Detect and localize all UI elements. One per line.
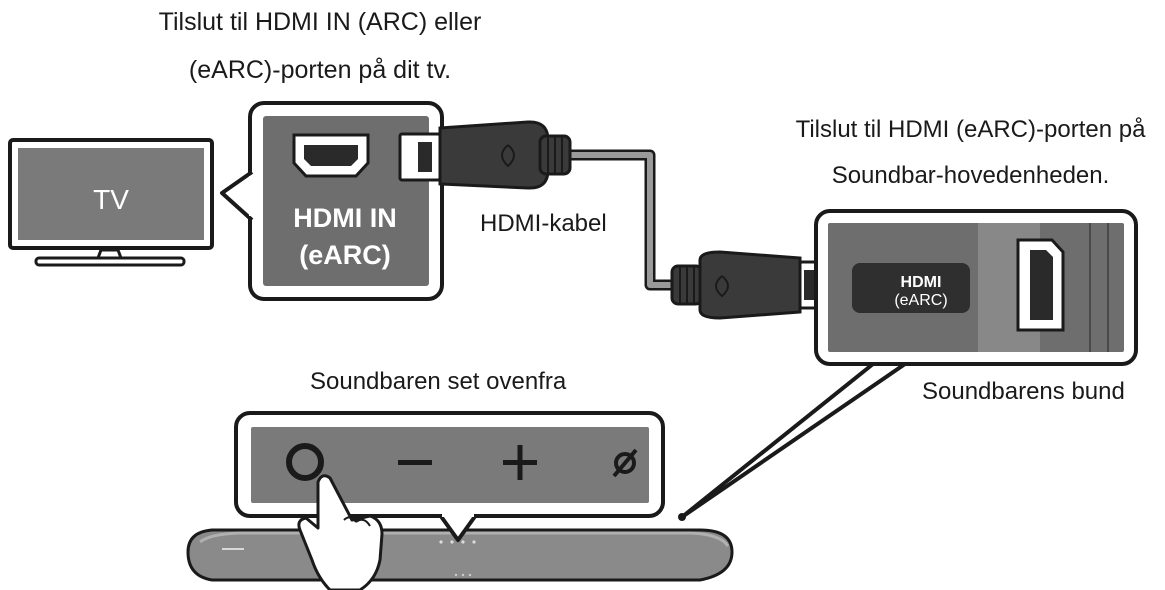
caption-soundbar-port-line2: Soundbar-hovedenheden.	[831, 162, 1110, 189]
callout-line-right	[680, 362, 907, 519]
hdmi-socket-icon	[292, 133, 370, 178]
caption-tv-port-line2: (eARC)-porten på dit tv.	[188, 56, 452, 84]
mic-off-icon	[612, 448, 638, 478]
tv-illustration: TV	[8, 138, 214, 267]
callout-line-left	[680, 362, 875, 519]
volume-up-button[interactable]	[503, 445, 537, 480]
tv-label: TV	[93, 184, 129, 215]
mic-off-button[interactable]	[612, 448, 638, 478]
caption-soundbar-port-line1: Tilslut til HDMI (eARC)-porten på	[795, 116, 1146, 143]
power-button[interactable]	[286, 443, 324, 481]
hand-pointer-icon	[297, 474, 384, 590]
caption-tv-port-line1: Tilslut til HDMI IN (ARC) eller	[158, 8, 482, 36]
tv-port-label-line2: (eARC)	[299, 240, 391, 270]
tv-port-label-line1: HDMI IN	[293, 203, 397, 233]
hdmi-plug-tv-end	[398, 120, 572, 190]
soundbar-top-panel	[234, 411, 665, 542]
soundbar-port-label-line1: HDMI	[901, 274, 942, 291]
soundbar-port-label-line2: (eARC)	[894, 292, 947, 309]
hdmi-plug-soundbar-end	[670, 250, 836, 320]
hdmi-socket-vertical-icon	[1016, 238, 1065, 332]
power-ring-icon	[286, 443, 324, 481]
caption-top-view: Soundbaren set ovenfra	[310, 368, 567, 395]
caption-hdmi-cable: HDMI-kabel	[480, 210, 607, 237]
plus-icon	[503, 445, 537, 480]
tv-port-callout: HDMI IN (eARC)	[220, 101, 444, 301]
hdmi-cable	[562, 149, 682, 291]
caption-bottom-view: Soundbarens bund	[922, 378, 1125, 405]
minus-icon	[398, 460, 432, 465]
volume-down-button[interactable]	[398, 460, 432, 465]
soundbar-bottom-callout: HDMI (eARC)	[814, 209, 1138, 366]
